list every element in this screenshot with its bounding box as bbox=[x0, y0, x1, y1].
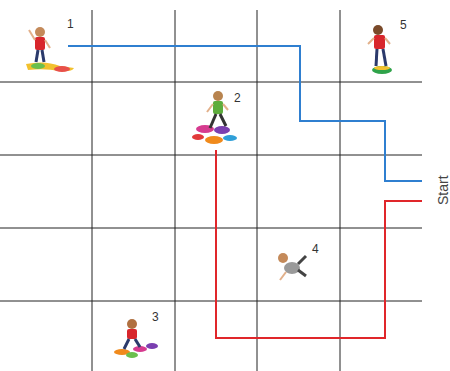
grid bbox=[0, 10, 422, 371]
child-figure bbox=[368, 25, 392, 74]
child-figure bbox=[192, 91, 237, 144]
child-figure bbox=[114, 319, 158, 358]
callout-number: 1 bbox=[67, 18, 74, 30]
child-figure bbox=[26, 27, 74, 72]
blue-route bbox=[68, 46, 422, 181]
red-route bbox=[216, 150, 422, 338]
callout-number: 4 bbox=[312, 243, 319, 255]
start-label: Start bbox=[436, 175, 450, 205]
callout-number: 2 bbox=[234, 92, 241, 104]
callout-number: 5 bbox=[400, 19, 407, 31]
callout-number: 3 bbox=[152, 311, 159, 323]
child-figure bbox=[278, 253, 306, 280]
